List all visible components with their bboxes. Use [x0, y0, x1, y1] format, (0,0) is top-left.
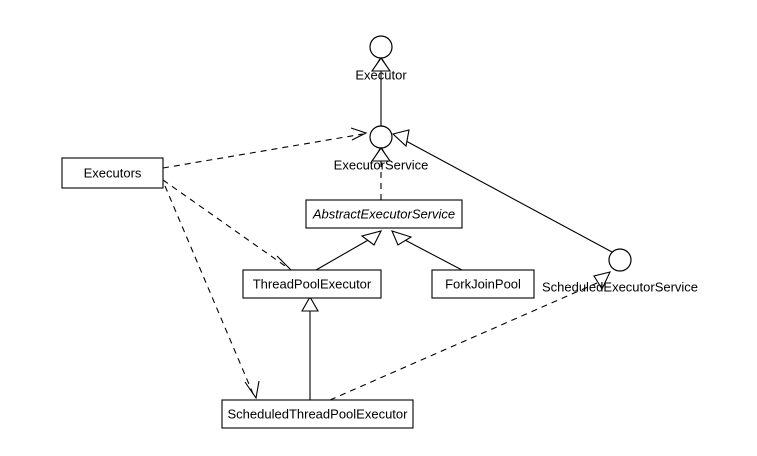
edge-threadpoolexecutor-to-abstractexecutorservice: [315, 230, 383, 271]
edge-executors-to-executorservice: [162, 127, 368, 169]
scheduledexecutorservice-interface-circle[interactable]: [608, 248, 632, 272]
node-thread-pool-executor[interactable]: ThreadPoolExecutor: [242, 269, 382, 299]
forkjoinpool-label: ForkJoinPool: [445, 276, 521, 291]
executorservice-interface-circle[interactable]: [369, 125, 393, 149]
edge-executors-to-scheduledthreadpoolexecutor: [164, 185, 260, 400]
executors-label: Executors: [84, 165, 142, 180]
threadpoolexecutor-box[interactable]: [242, 269, 382, 299]
node-executor[interactable]: Executor: [355, 35, 407, 82]
executorservice-triangle-icon: [370, 147, 392, 162]
node-executors[interactable]: Executors: [61, 157, 164, 189]
executor-interface-circle[interactable]: [369, 35, 393, 59]
node-fork-join-pool[interactable]: ForkJoinPool: [431, 269, 535, 299]
executorservice-label: ExecutorService: [334, 157, 429, 172]
node-scheduled-executor-service[interactable]: ScheduledExecutorService: [542, 248, 698, 294]
abstractexecutorservice-label: AbstractExecutorService: [312, 206, 455, 221]
node-abstract-executor-service[interactable]: AbstractExecutorService: [305, 199, 463, 229]
edge-executors-to-threadpoolexecutor: [162, 179, 293, 273]
scheduledthreadpoolexecutor-box[interactable]: [221, 399, 414, 429]
abstractexecutorservice-box[interactable]: [305, 199, 463, 229]
threadpoolexecutor-label: ThreadPoolExecutor: [253, 276, 372, 291]
edge-scheduledthreadpoolexecutor-to-threadpoolexecutor: [301, 295, 319, 400]
scheduledexecutorservice-label: ScheduledExecutorService: [542, 279, 698, 294]
executors-box[interactable]: [61, 157, 164, 189]
scheduledthreadpoolexecutor-label: ScheduledThreadPoolExecutor: [228, 406, 409, 421]
node-executor-service[interactable]: ExecutorService: [334, 125, 429, 172]
edge-scheduledexecutorservice-to-executorservice: [391, 129, 613, 253]
executor-label: Executor: [355, 67, 407, 82]
forkjoinpool-box[interactable]: [431, 269, 535, 299]
edge-forkjoinpool-to-abstractexecutorservice: [391, 230, 463, 271]
node-scheduled-thread-pool-executor[interactable]: ScheduledThreadPoolExecutor: [221, 399, 414, 429]
edge-scheduledthreadpoolexecutor-to-scheduledexecutorservice: [329, 271, 611, 401]
executor-triangle-icon: [370, 57, 392, 72]
